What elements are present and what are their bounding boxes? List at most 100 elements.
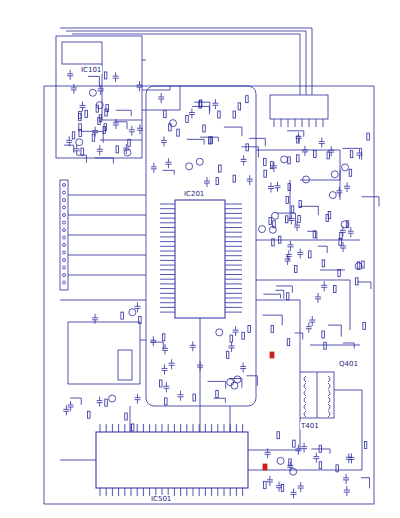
lower-wires <box>60 318 300 460</box>
tuner-box <box>56 36 142 158</box>
capacitor-symbol <box>165 158 171 168</box>
wire <box>287 131 304 137</box>
resistor-symbol <box>210 137 213 144</box>
wire <box>70 398 81 405</box>
ic-pin <box>225 298 242 299</box>
transistor-symbol <box>269 226 276 233</box>
capacitor-symbol <box>229 342 235 352</box>
capacitor-symbol <box>271 162 277 172</box>
capacitor-symbol <box>315 293 321 303</box>
resistor-symbol <box>92 134 95 141</box>
capacitor-symbol <box>162 344 168 354</box>
part-name: IC201 <box>183 190 205 198</box>
resistor-symbol <box>278 236 281 243</box>
red-marker <box>263 464 267 470</box>
ic-pin <box>225 222 242 223</box>
transistor-symbol <box>329 192 336 199</box>
wire <box>224 127 242 136</box>
resistor-symbol <box>322 331 325 338</box>
wire <box>295 333 303 340</box>
capacitor-symbol <box>80 101 86 111</box>
ic-pin <box>225 213 242 214</box>
winding <box>304 411 306 417</box>
ic-pin <box>124 424 125 432</box>
capacitor-symbol <box>291 488 297 498</box>
resistor-symbol <box>322 260 325 267</box>
capacitor-symbol <box>190 341 196 351</box>
resistor-symbol <box>248 325 251 332</box>
transistor-symbol <box>196 158 203 165</box>
resistor-symbol <box>103 126 106 133</box>
resistor-symbol <box>230 335 233 342</box>
capacitor-symbol <box>301 443 307 453</box>
wire <box>88 76 99 87</box>
resistor-symbol <box>116 146 119 153</box>
capacitor-symbol <box>212 99 218 109</box>
capacitor-symbol <box>161 136 167 146</box>
ic-pin <box>160 251 175 252</box>
resistor-symbol <box>186 115 189 122</box>
wire <box>194 102 210 111</box>
capacitor-symbol <box>287 461 293 471</box>
wire <box>95 158 114 164</box>
ic-pin <box>193 488 194 496</box>
transistor-symbol <box>342 164 349 171</box>
ic-pin <box>211 488 212 496</box>
resistor-symbol <box>287 339 290 346</box>
wire <box>150 342 163 349</box>
wire <box>262 315 282 325</box>
ic-pin <box>199 424 200 432</box>
ic-pin <box>160 227 175 228</box>
resistor-symbol <box>367 133 370 140</box>
resistor-symbol <box>160 380 163 387</box>
ic-pin <box>131 488 132 496</box>
capacitor-symbol <box>240 363 246 373</box>
ic-pin <box>160 260 175 261</box>
capacitor-symbol <box>134 302 140 312</box>
ic-pin <box>118 488 119 496</box>
ic-pin <box>143 488 144 496</box>
ic-pin <box>160 288 175 289</box>
capacitor-symbol <box>151 163 157 173</box>
resistor-symbol <box>328 212 331 219</box>
ic-pin <box>160 274 175 275</box>
component-symbols <box>63 70 379 499</box>
capacitor-symbol <box>71 84 77 94</box>
ic-pin <box>160 236 175 237</box>
ic-pin <box>160 312 175 313</box>
ic-pin <box>160 302 175 303</box>
resistor-symbol <box>79 129 82 136</box>
resistor-symbol <box>104 72 107 79</box>
ic-pin <box>225 265 242 266</box>
resistor-symbol <box>233 111 236 118</box>
connector-pin <box>63 229 66 232</box>
resistor-symbol <box>162 334 165 341</box>
resistor-symbol <box>264 159 267 166</box>
resistor-symbol <box>88 411 91 418</box>
connector-pin <box>63 236 66 239</box>
main-region <box>146 86 256 406</box>
capacitor-symbol <box>313 453 319 463</box>
resistor-symbol <box>364 442 367 449</box>
ic-pin <box>309 119 310 127</box>
capacitor-symbol <box>113 119 119 129</box>
transistor-symbol <box>303 176 310 183</box>
resistor-symbol <box>226 351 229 358</box>
resistor-symbol <box>128 139 130 146</box>
capacitor-symbol <box>123 144 129 154</box>
resistor-symbol <box>277 432 280 439</box>
bus-wires <box>60 28 312 110</box>
resistor-symbol <box>272 239 275 246</box>
capacitor-symbol <box>97 145 103 155</box>
ic-pin <box>143 424 144 432</box>
winding <box>328 376 330 382</box>
wire <box>361 478 369 489</box>
ic-pin <box>160 269 175 270</box>
resistor-symbol <box>295 265 298 272</box>
wire <box>82 131 104 142</box>
wire <box>362 197 379 207</box>
ic-pin <box>225 255 242 256</box>
ic-pin <box>225 227 242 228</box>
ic-pin <box>160 241 175 242</box>
ic-pin <box>112 488 113 496</box>
